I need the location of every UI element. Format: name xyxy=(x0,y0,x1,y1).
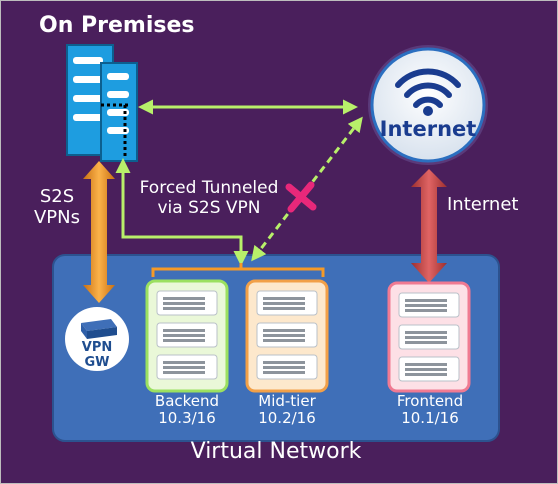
internet-globe-label: Internet xyxy=(379,117,477,141)
vpn-gateway-icon xyxy=(65,307,129,371)
blocked-cross-icon xyxy=(285,181,317,213)
forced-tunnel-line-1: Forced Tunneled xyxy=(139,178,279,198)
subnet-mid-tier xyxy=(245,279,329,393)
vpn-gw-line-2: GW xyxy=(84,354,110,370)
vpn-gw-line-1: VPN xyxy=(81,340,113,355)
wifi-icon xyxy=(395,68,461,108)
subnet-backend-label: Backend 10.3/16 xyxy=(147,392,227,428)
s2s-line-2: VPNs xyxy=(33,206,80,228)
internet-arrow xyxy=(411,169,447,283)
subnet-frontend xyxy=(387,281,471,393)
forced-tunnel-label: Forced Tunneled via S2S VPN xyxy=(129,178,289,218)
subnet-frontend-label: Frontend 10.1/16 xyxy=(385,392,475,428)
virtual-network-label: Virtual Network xyxy=(190,439,362,464)
s2s-line-1: S2S xyxy=(39,186,75,207)
backend-range: 10.3/16 xyxy=(158,409,216,428)
s2s-vpns-label: S2S VPNs xyxy=(29,186,85,228)
internet-globe-icon xyxy=(368,45,488,165)
forced-tunnel-line-2: via S2S VPN xyxy=(157,197,261,218)
backend-name: Backend xyxy=(154,392,220,410)
frontend-name: Frontend xyxy=(396,392,464,410)
forced-tunnel-path xyxy=(115,158,249,266)
internet-link-label: Internet xyxy=(447,194,519,215)
subnet-backend xyxy=(145,279,229,393)
s2s-vpn-arrow xyxy=(83,161,115,303)
mid-tier-range: 10.2/16 xyxy=(258,409,316,428)
on-premises-title: On Premises xyxy=(39,13,195,38)
subnet-mid-tier-label: Mid-tier 10.2/16 xyxy=(247,392,327,428)
frontend-range: 10.1/16 xyxy=(401,409,459,428)
vpn-gw-label: VPN GW xyxy=(73,340,121,371)
subnet-bracket xyxy=(151,263,325,277)
on-premises-server-icon xyxy=(66,44,138,162)
mid-tier-name: Mid-tier xyxy=(258,392,316,410)
